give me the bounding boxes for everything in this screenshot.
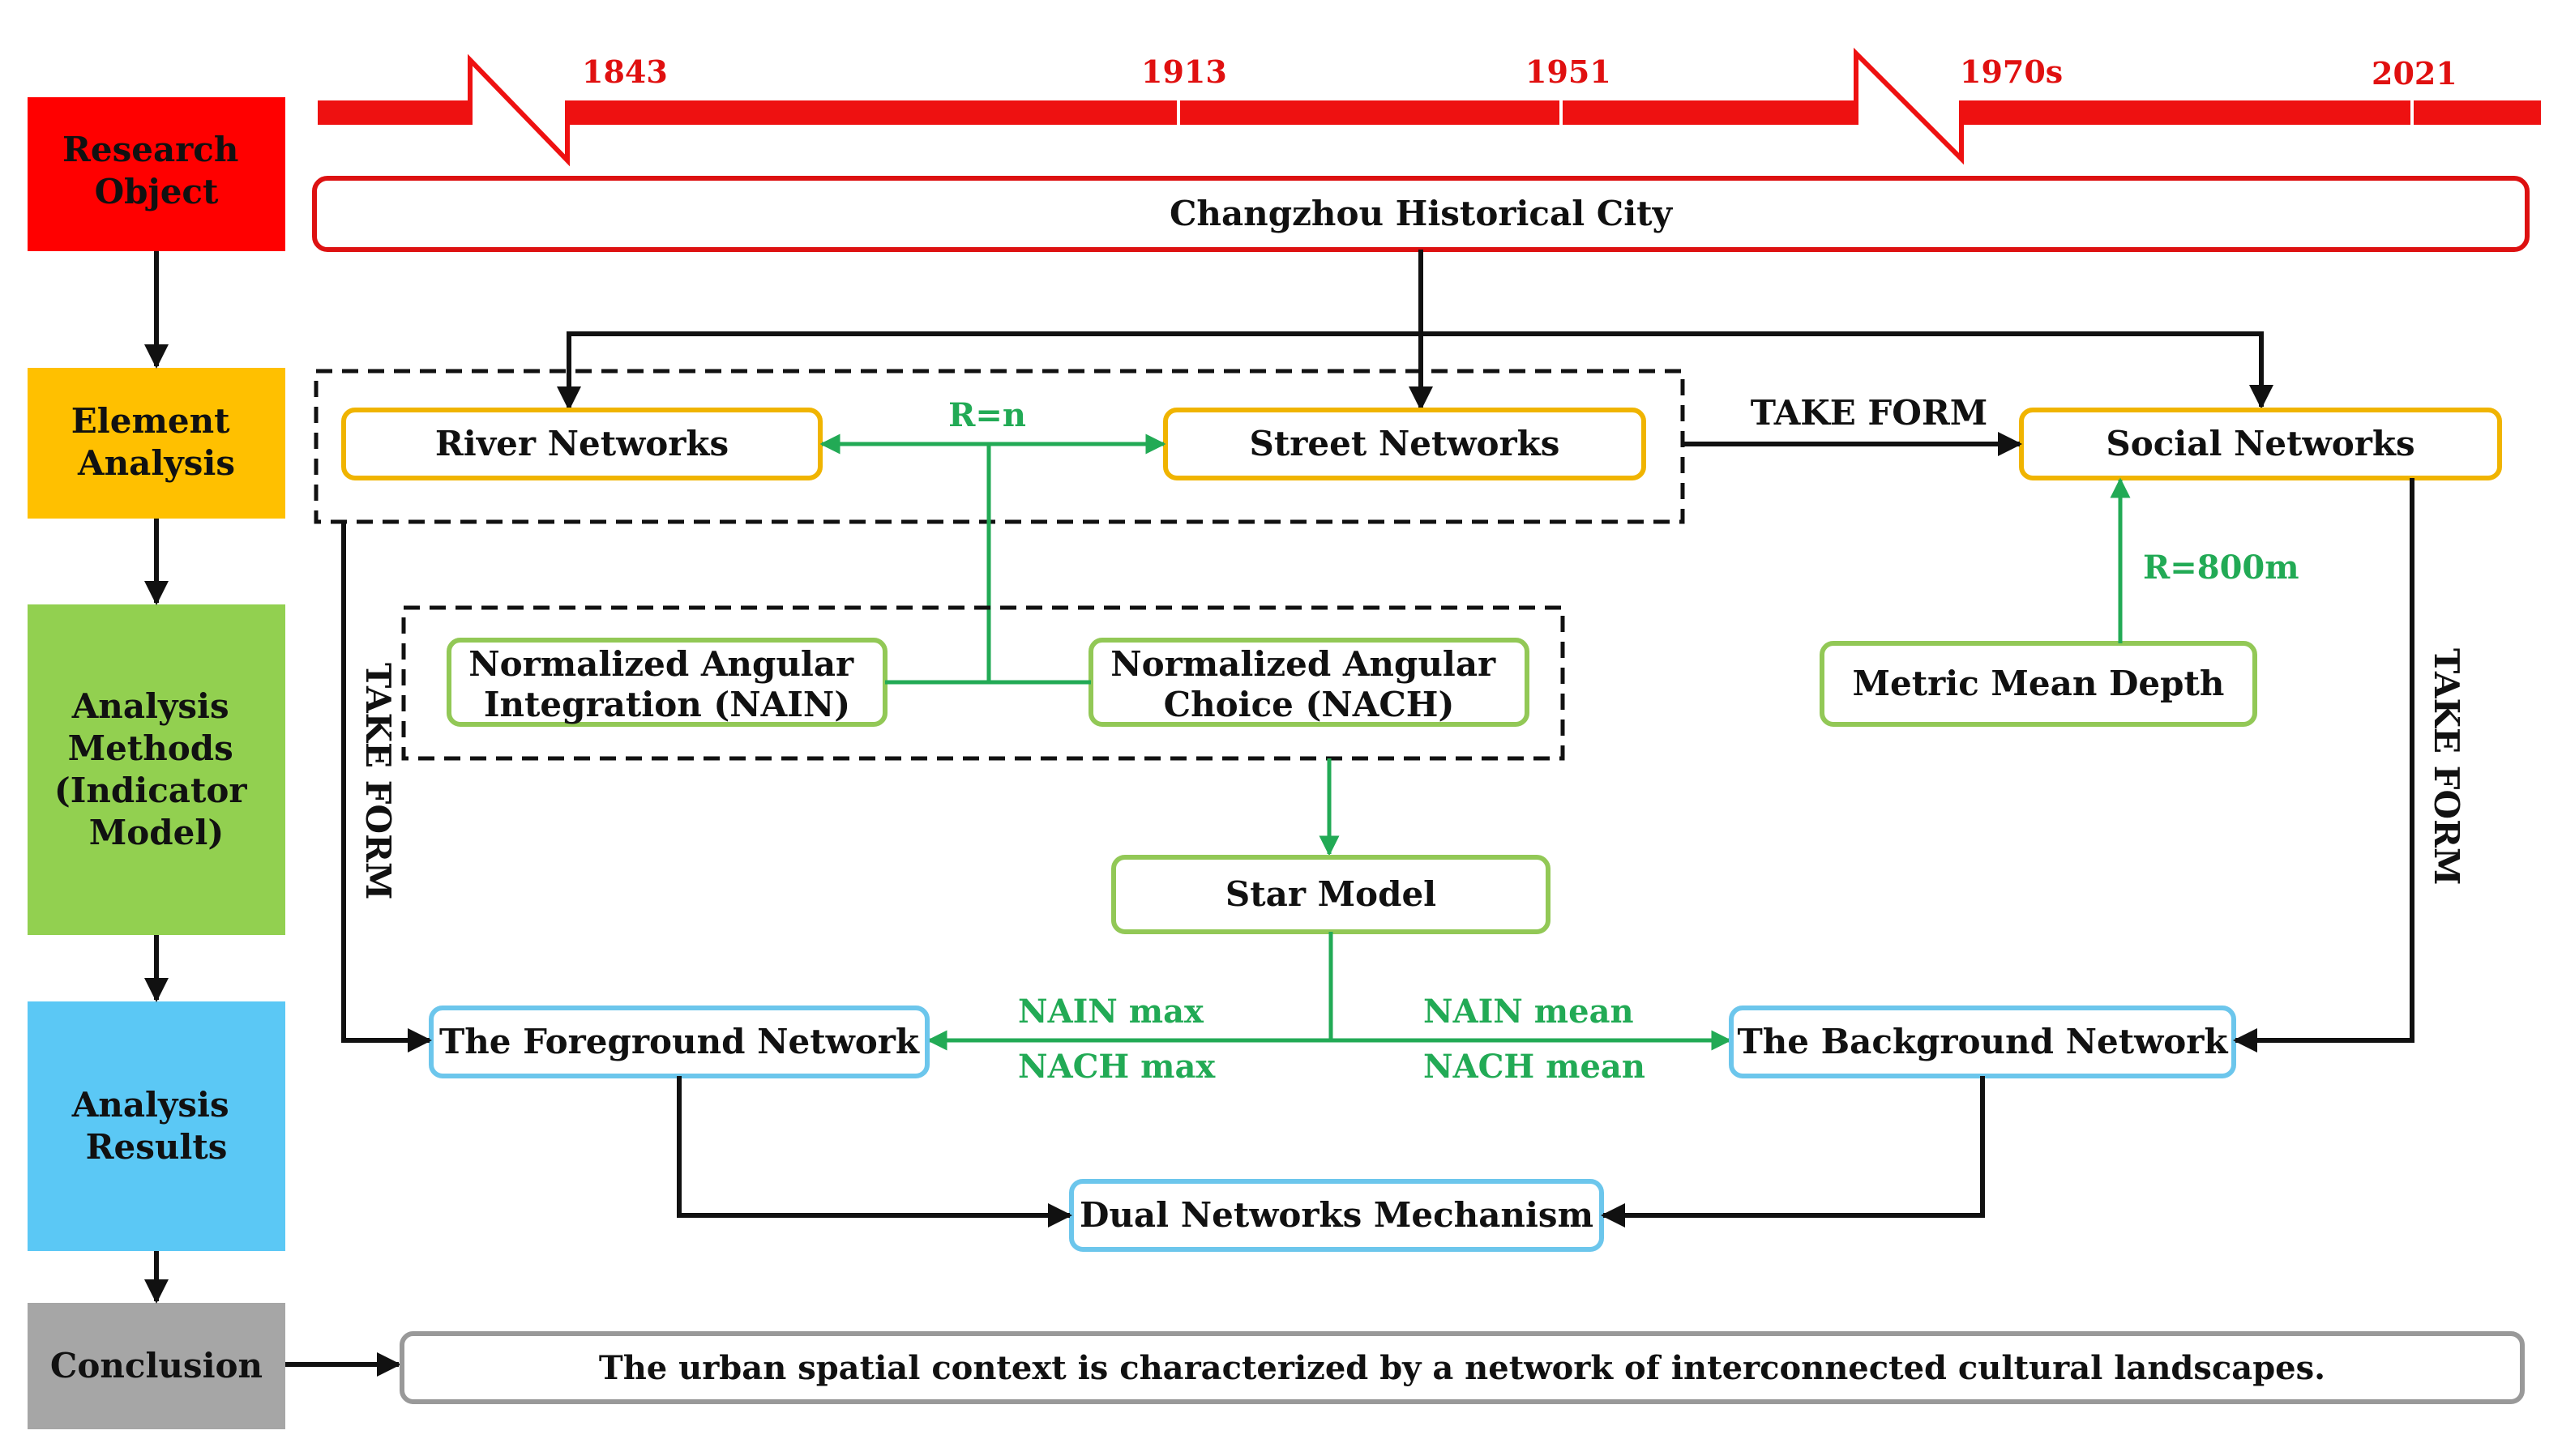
city-branch-connector	[557, 331, 2273, 411]
take-form-right-label: TAKE FORM	[2427, 648, 2466, 885]
conclusion-box	[400, 1331, 2525, 1404]
nach-max-label: NACH max	[1018, 1048, 1216, 1086]
take-form-label: TAKE FORM	[1751, 393, 1987, 433]
metric-mean-depth-box	[1820, 641, 2257, 727]
year-1913: 1913	[1141, 53, 1227, 90]
social-to-background-connector	[2233, 478, 2414, 1053]
river-to-foreground-connector	[341, 522, 432, 1053]
nain-max-label: NAIN max	[1018, 993, 1204, 1031]
stage-research-label: Research Object	[62, 130, 250, 211]
star-model-label: Star Model	[1225, 874, 1436, 914]
street-networks-label: Street Networks	[1250, 424, 1560, 463]
take-form-left-label: TAKE FORM	[358, 663, 398, 899]
nain-mean-label: NAIN mean	[1423, 993, 1634, 1031]
year-1970s: 1970s	[1960, 53, 2063, 90]
city-label: Changzhou Historical City	[1170, 194, 1674, 233]
stage-conclusion-label: Conclusion	[50, 1346, 263, 1386]
stage-conclusion	[28, 1303, 285, 1429]
stage-analysis-results	[28, 1001, 285, 1251]
stage-research-object	[28, 97, 285, 251]
timeline: 1843 1913 1951 1970s 2021	[318, 47, 2541, 167]
nach-mean-label: NACH mean	[1423, 1048, 1645, 1086]
year-2021: 2021	[2372, 55, 2457, 92]
background-to-dual-connector	[1601, 1076, 1985, 1228]
foreground-network-label: The Foreground Network	[439, 1022, 920, 1061]
foreground-to-dual-connector	[677, 1076, 1072, 1228]
nain-label: Normalized Angular Integration (NAIN)	[468, 644, 866, 724]
stage-element-analysis	[28, 368, 285, 519]
year-1843: 1843	[582, 53, 668, 90]
timeline-break-mark-2	[1854, 47, 1964, 165]
year-1951: 1951	[1525, 53, 1611, 90]
r-n-label: R=n	[948, 396, 1026, 434]
timeline-bar-segment-1	[318, 100, 470, 125]
r-800m-label: R=800m	[2143, 549, 2299, 587]
conclusion-text: The urban spatial context is characteriz…	[599, 1349, 2325, 1387]
timeline-bar-segment-2	[567, 100, 1856, 125]
stage-element-label: Element Analysis	[71, 401, 242, 483]
dual-networks-label: Dual Networks Mechanism	[1080, 1195, 1593, 1235]
stage-analysis-methods	[28, 604, 285, 935]
metric-mean-depth-label: Metric Mean Depth	[1853, 664, 2225, 703]
background-network-label: The Background Network	[1737, 1022, 2228, 1061]
river-networks-label: River Networks	[435, 424, 729, 463]
nach-label: Normalized Angular Choice (NACH)	[1110, 644, 1508, 724]
timeline-bar-segment-3	[1961, 100, 2541, 125]
social-networks-label: Social Networks	[2106, 424, 2414, 463]
timeline-break-mark-1	[468, 53, 570, 167]
stage-column: Research Object Element Analysis Analysi…	[28, 97, 401, 1429]
methods-dashed-group	[401, 605, 1565, 761]
stage-methods-label: Analysis Methods (Indicator Model)	[54, 686, 259, 852]
stage-results-label: Analysis Results	[71, 1085, 242, 1167]
